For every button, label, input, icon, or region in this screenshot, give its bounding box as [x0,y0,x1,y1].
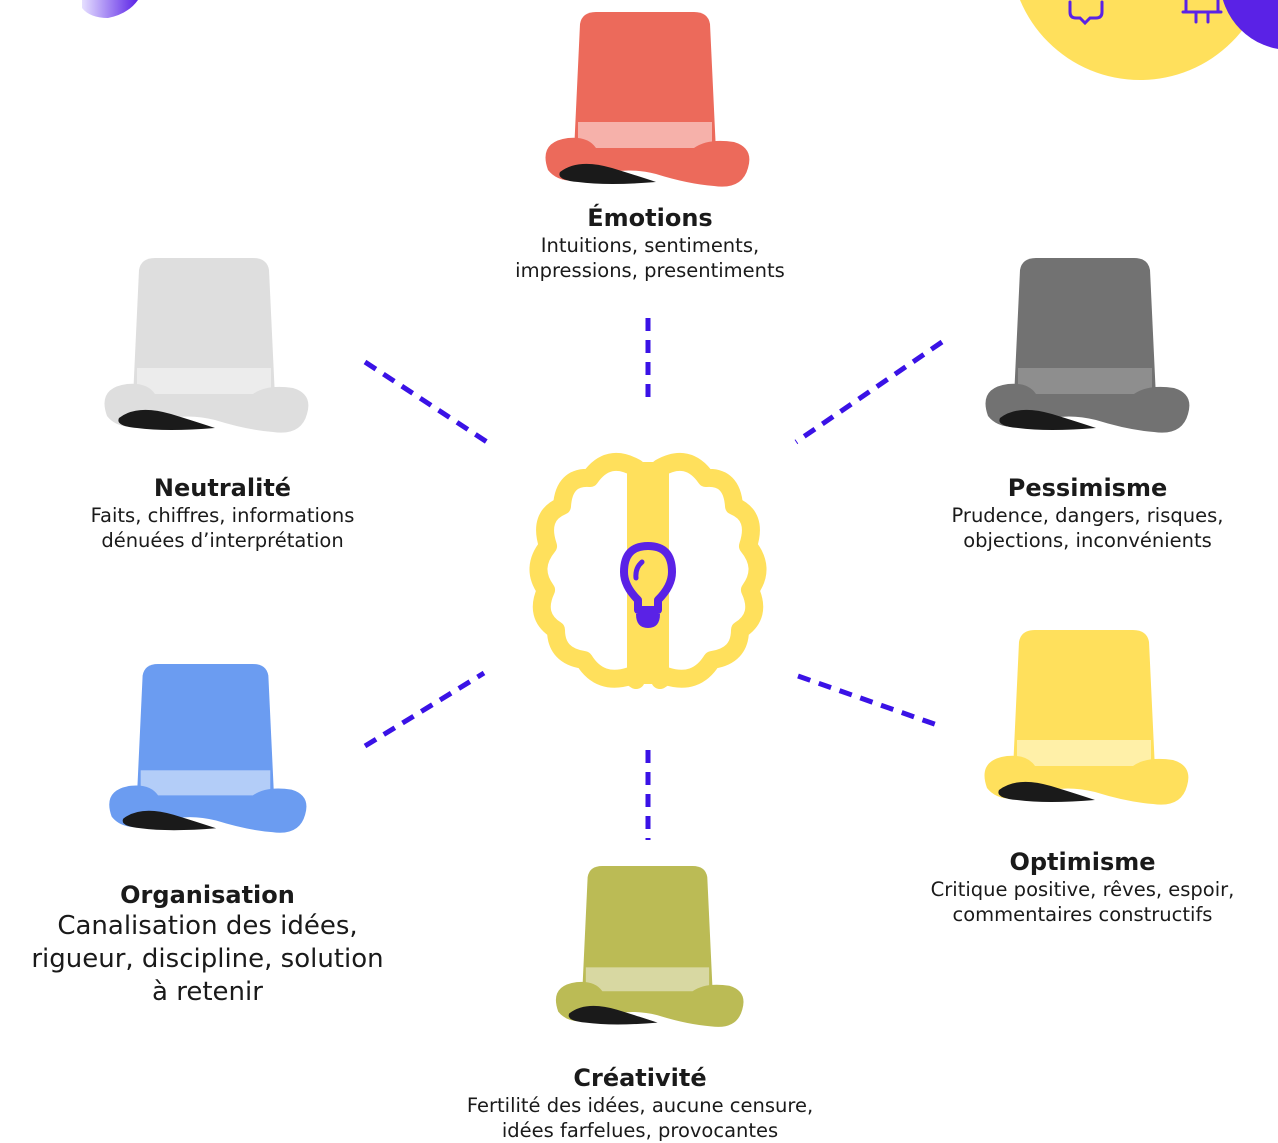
corner-decoration-top-right [1020,0,1278,80]
hat-title: Émotions [587,204,713,232]
hat-pessimisme [978,258,1191,436]
hat-description: Critique positive, rêves, espoir, commen… [930,878,1235,926]
hat-title: Neutralité [153,474,292,502]
label-pessimisme: Pessimisme Prudence, dangers, risques, o… [880,473,1278,553]
connector-organisation [363,670,486,749]
connector-pessimisme [794,339,944,445]
hat-description: Fertilité des idées, aucune censure, idé… [466,1094,814,1142]
chat-icon [1068,0,1104,26]
label-neutralite: Neutralité Faits, chiffres, informations… [20,473,425,553]
hat-description: Faits, chiffres, informations dénuées d’… [90,504,355,552]
hat-neutralite [97,258,310,436]
label-organisation: Organisation Canalisation des idées, rig… [0,880,415,1009]
hat-organisation [102,664,308,836]
connector-neutralite [363,359,489,445]
corner-decoration-top-left [82,0,138,18]
label-emotions: Émotions Intuitions, sentiments, impress… [440,203,860,283]
hat-title: Créativité [573,1064,707,1092]
label-optimisme: Optimisme Critique positive, rêves, espo… [870,847,1278,927]
hat-emotions [538,12,751,190]
lightbulb-icon [620,542,676,628]
hat-title: Optimisme [1009,848,1156,876]
hat-title: Pessimisme [1007,474,1168,502]
hat-description: Prudence, dangers, risques, objections, … [951,504,1224,552]
label-creativite: Créativité Fertilité des idées, aucune c… [400,1063,880,1143]
brain-lightbulb-icon [529,452,767,689]
hat-optimisme [977,630,1190,808]
presentation-board-icon [1181,0,1223,24]
hat-description: Intuitions, sentiments, impressions, pre… [515,234,785,282]
hat-creativite [549,866,745,1030]
connector-optimisme [797,673,941,729]
hat-description: Canalisation des idées, rigueur, discipl… [31,911,384,1007]
hat-title: Organisation [120,881,295,909]
